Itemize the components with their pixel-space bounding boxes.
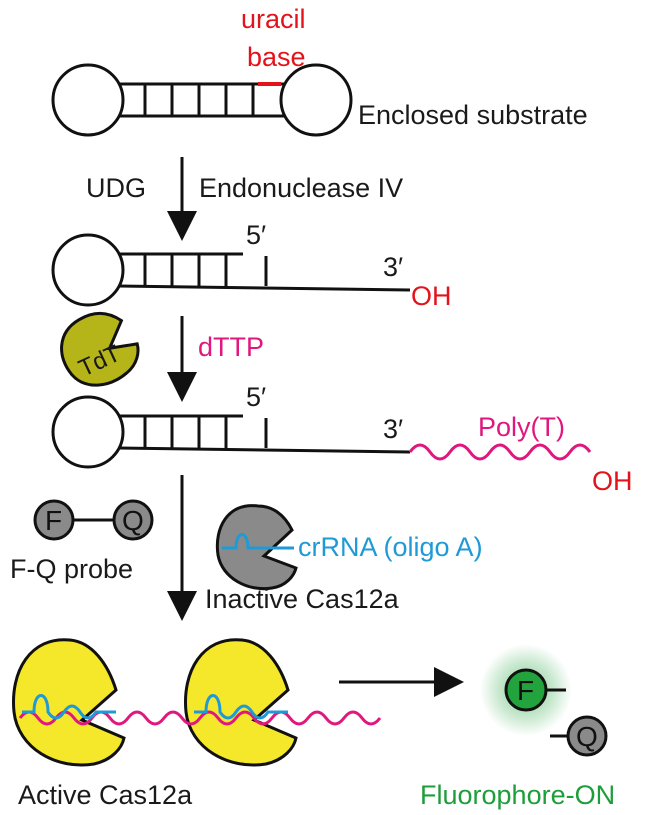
oh-label-1: OH: [411, 281, 452, 311]
fq-probe-label: F-Q probe: [10, 554, 133, 584]
oh-label-2: OH: [592, 466, 633, 496]
polyt-target-strand: [18, 710, 382, 726]
quencher-circle: [566, 715, 608, 757]
udg-label: UDG: [86, 173, 146, 203]
crrna-strand: [222, 533, 294, 550]
crrna-bound-right: [194, 694, 288, 720]
fluorophore-on-label: Fluorophore-ON: [420, 780, 615, 810]
polyt-extended-substrate: [51, 395, 592, 469]
hairpin-loop-left: [51, 63, 125, 137]
three-prime-label-2: 3′: [383, 414, 403, 444]
endonuclease-label: Endonuclease IV: [199, 173, 403, 203]
inactive-cas12a-icon: [215, 504, 298, 591]
active-cas12a-label: Active Cas12a: [18, 780, 193, 810]
hairpin-loop-right: [279, 63, 353, 137]
polyt-tail: [408, 443, 592, 461]
uracil-label-line2: base: [247, 42, 306, 72]
probe-f-label: F: [45, 505, 62, 536]
enclosed-substrate-label: Enclosed substrate: [358, 100, 588, 130]
inactive-cas12a-label: Inactive Cas12a: [205, 584, 400, 614]
crrna-label: crRNA (oligo A): [298, 532, 483, 562]
active-cas12a-right: [183, 638, 298, 767]
five-prime-label-1: 5′: [246, 220, 266, 250]
cleaved-substrate: [51, 233, 411, 307]
active-cas12a-left: [11, 638, 126, 767]
uracil-label-line1: uracil: [241, 4, 306, 34]
active-cas12a-complex: [11, 638, 382, 767]
dttp-label: dTTP: [198, 332, 264, 362]
crrna-bound-left: [22, 694, 116, 720]
three-prime-label-1: 3′: [383, 252, 403, 282]
fq-probe-icon: [33, 499, 154, 541]
polyt-label: Poly(T): [478, 412, 565, 442]
enclosed-substrate: [51, 63, 353, 137]
five-prime-label-2: 5′: [246, 382, 266, 412]
tdt-enzyme-icon: [60, 311, 140, 387]
probe-q-label: Q: [122, 505, 144, 536]
cleaved-probe: [480, 644, 608, 757]
out-f-label: F: [517, 675, 534, 706]
out-q-label: Q: [576, 721, 598, 752]
